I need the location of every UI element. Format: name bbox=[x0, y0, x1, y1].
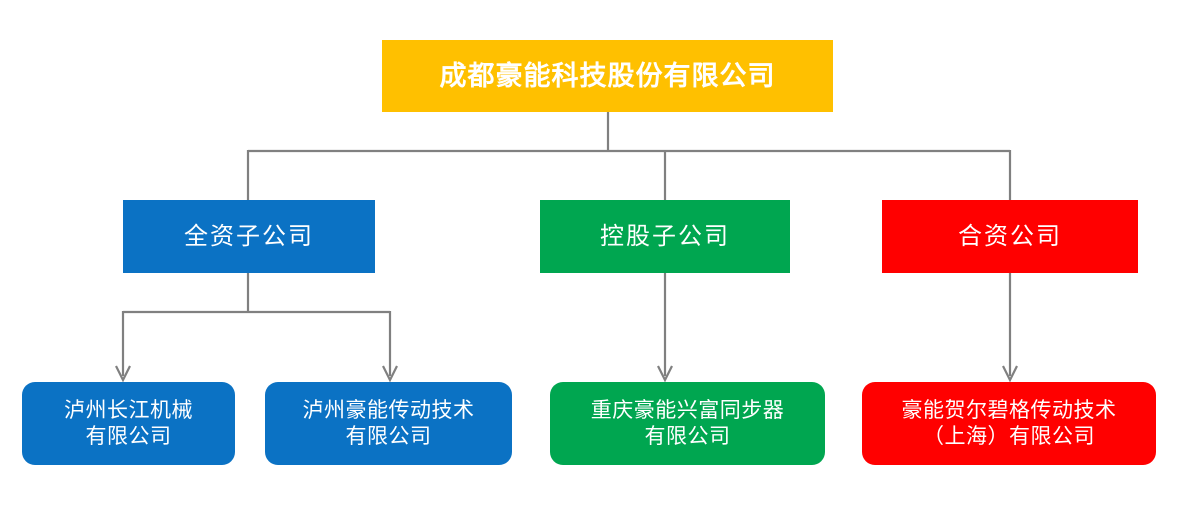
arrowhead-changjiang bbox=[115, 365, 131, 383]
arrowhead-herbiger bbox=[1002, 365, 1018, 383]
node-category-wholly-owned[interactable]: 全资子公司 bbox=[123, 200, 375, 273]
node-category-joint-venture[interactable]: 合资公司 bbox=[882, 200, 1138, 273]
arrowhead-haoneng bbox=[382, 365, 398, 383]
node-subsidiary-xingfu[interactable]: 重庆豪能兴富同步器 有限公司 bbox=[550, 382, 825, 465]
node-subsidiary-changjiang[interactable]: 泸州长江机械 有限公司 bbox=[22, 382, 235, 465]
node-subsidiary-haoneng-chuandong[interactable]: 泸州豪能传动技术 有限公司 bbox=[265, 382, 512, 465]
node-category-holding[interactable]: 控股子公司 bbox=[540, 200, 790, 273]
node-subsidiary-herbiger[interactable]: 豪能贺尔碧格传动技术 （上海）有限公司 bbox=[862, 382, 1156, 465]
node-root-company[interactable]: 成都豪能科技股份有限公司 bbox=[382, 40, 833, 112]
arrowhead-xingfu bbox=[657, 365, 673, 383]
